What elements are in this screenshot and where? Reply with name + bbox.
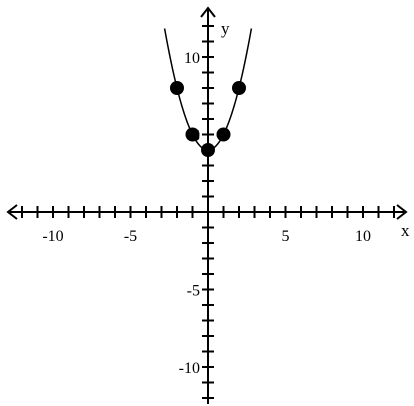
x-tick-label: 5	[282, 228, 290, 245]
x-axis-left-arrow	[6, 204, 18, 220]
data-points	[170, 81, 246, 157]
y-tick-label: 10	[184, 50, 200, 67]
x-tick-label: -5	[124, 228, 137, 245]
y-tick-label: -10	[179, 360, 200, 377]
data-point	[232, 81, 246, 95]
x-tick-label: 10	[355, 228, 371, 245]
y-tick-label: -5	[187, 283, 200, 300]
y-axis-label: y	[221, 19, 230, 38]
data-point	[185, 127, 200, 142]
y-tick-label: 5	[192, 128, 200, 145]
data-point	[216, 127, 231, 142]
x-axis-label: x	[401, 221, 410, 240]
y-axis-top-arrow	[200, 6, 216, 18]
data-point	[201, 143, 215, 157]
x-tick-label: -10	[42, 228, 63, 245]
tick-labels: -10 -5 5 10 -10 -5 5 10 x y	[42, 19, 410, 377]
x-axis-right-arrow	[396, 204, 408, 220]
data-point	[170, 81, 184, 95]
axes	[6, 6, 408, 404]
tick-marks	[21, 25, 395, 399]
